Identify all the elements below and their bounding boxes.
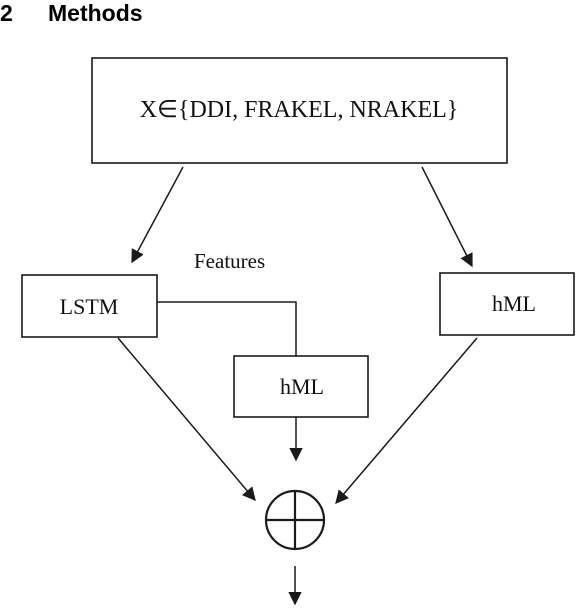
features-label: Features: [194, 249, 265, 273]
arrow-input-to-lstm: [131, 166, 184, 264]
arrow-hml-right-to-combine: [335, 337, 478, 505]
input-box: X∈{DDI, FRAKEL, NRAKEL}: [91, 57, 508, 164]
input-box-label: X∈{DDI, FRAKEL, NRAKEL}: [140, 97, 459, 123]
features-connector: [157, 301, 297, 357]
arrow-lstm-to-combine: [117, 337, 256, 502]
hml-right-box: hML: [439, 272, 575, 336]
hml-middle-box: hML: [233, 355, 369, 418]
hml-middle-box-label: hML: [280, 374, 324, 399]
section-heading: 2 Methods: [0, 0, 143, 28]
arrow-input-to-hml-right: [421, 166, 473, 268]
hml-right-box-label: hML: [492, 291, 536, 316]
section-title: Methods: [48, 0, 143, 26]
circled-plus-icon: [264, 489, 326, 551]
lstm-box-label: LSTM: [60, 294, 119, 319]
lstm-box: LSTM: [21, 274, 158, 338]
section-number: 2: [0, 0, 13, 26]
